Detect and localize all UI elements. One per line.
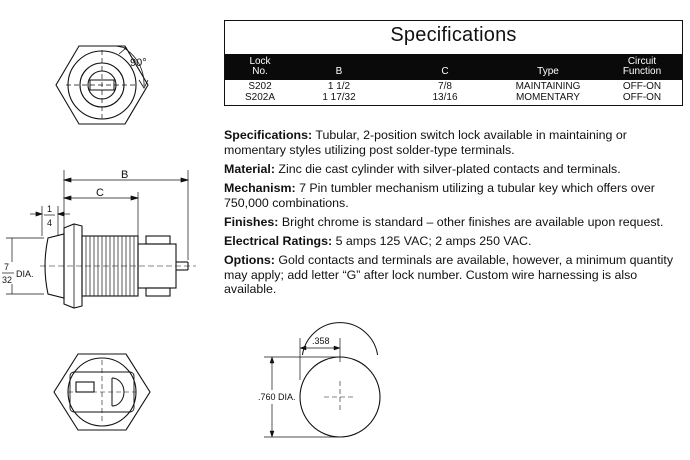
- table-row: S202A 1 17/32 13/16 MOMENTARY OFF-ON: [225, 93, 682, 105]
- paragraph-electrical-ratings: Electrical Ratings: 5 amps 125 VAC; 2 am…: [224, 234, 686, 249]
- cell-c: 13/16: [432, 92, 458, 103]
- side-view: [40, 223, 196, 309]
- header-lock-line2: No.: [252, 66, 268, 77]
- cell-c: 7/8: [438, 81, 452, 92]
- paragraph-body: Zinc die cast cylinder with silver-plate…: [278, 161, 621, 176]
- cutout-dshape: [264, 338, 382, 439]
- paragraph-body: Gold contacts and terminals are availabl…: [224, 253, 674, 297]
- header-b: B: [335, 66, 343, 77]
- hex-bottom-view: [53, 353, 151, 431]
- table-row: S202 1 1/2 7/8 MAINTAINING OFF-ON: [225, 82, 682, 94]
- cell-b: 1 17/32: [322, 92, 356, 103]
- paragraph-specifications: Specifications: Tubular, 2-position swit…: [224, 128, 686, 157]
- table-body: S202 1 1/2 7/8 MAINTAINING OFF-ON S202A …: [225, 81, 682, 105]
- dim-b-label: B: [121, 169, 128, 181]
- paragraph-body: 5 amps 125 VAC; 2 amps 250 VAC.: [335, 233, 532, 248]
- paragraph-label: Options:: [224, 253, 275, 268]
- header-lock: Lock No.: [225, 57, 295, 77]
- header-type: Type: [537, 66, 559, 77]
- cell-type: MAINTAINING: [515, 81, 581, 92]
- paragraph-label: Electrical Ratings:: [224, 233, 333, 248]
- header-circuit: Circuit Function: [601, 57, 683, 77]
- paragraph-material: Material: Zinc die cast cylinder with si…: [224, 162, 686, 177]
- paragraph-label: Finishes:: [224, 214, 279, 229]
- cell-lock: S202A: [244, 92, 276, 103]
- dia-numerator: 7: [4, 262, 9, 272]
- header-circuit-line2: Function: [622, 66, 662, 77]
- paragraph-body: Tubular, 2-position switch lock availabl…: [224, 128, 627, 157]
- header-c: C: [441, 66, 449, 77]
- paragraph-options: Options: Gold contacts and terminals are…: [224, 253, 686, 297]
- table-title: Specifications: [390, 24, 517, 46]
- header-lock-line1: Lock: [249, 56, 271, 67]
- paragraph-label: Specifications:: [224, 128, 313, 142]
- dim-c-label: C: [96, 187, 104, 199]
- table-header-row: Lock No. B C Type Circuit Function: [225, 54, 682, 80]
- quarter-denominator: 4: [47, 218, 52, 228]
- paragraph-label: Mechanism:: [224, 180, 296, 195]
- dia-suffix: DIA.: [16, 269, 34, 279]
- angle-label: 90°: [130, 57, 147, 69]
- cell-circuit: OFF-ON: [622, 92, 662, 103]
- cell-circuit: OFF-ON: [622, 81, 662, 92]
- cell-type: MOMENTARY: [515, 92, 581, 103]
- cutout-width-label: .358: [312, 336, 330, 346]
- paragraph-body: 7 Pin tumbler mechanism utilizing a tubu…: [224, 180, 655, 210]
- hex-top-view: [55, 45, 149, 125]
- cell-b: 1 1/2: [327, 81, 351, 92]
- paragraph-body: Bright chrome is standard – other finish…: [281, 214, 664, 229]
- dia-denominator: 32: [2, 275, 12, 285]
- specifications-table: Specifications Lock No. B C Type Circuit…: [224, 20, 683, 106]
- quarter-numerator: 1: [47, 204, 52, 214]
- description-text: Specifications: Tubular, 2-position swit…: [224, 128, 686, 302]
- paragraph-mechanism: Mechanism: 7 Pin tumbler mechanism utili…: [224, 181, 686, 210]
- side-dimensions: [6, 170, 190, 295]
- cutout-dia-label: .760 DIA.: [258, 392, 296, 402]
- header-circuit-line1: Circuit: [627, 56, 657, 67]
- paragraph-finishes: Finishes: Bright chrome is standard – ot…: [224, 215, 686, 230]
- cell-lock: S202: [248, 81, 272, 92]
- paragraph-label: Material:: [224, 161, 275, 176]
